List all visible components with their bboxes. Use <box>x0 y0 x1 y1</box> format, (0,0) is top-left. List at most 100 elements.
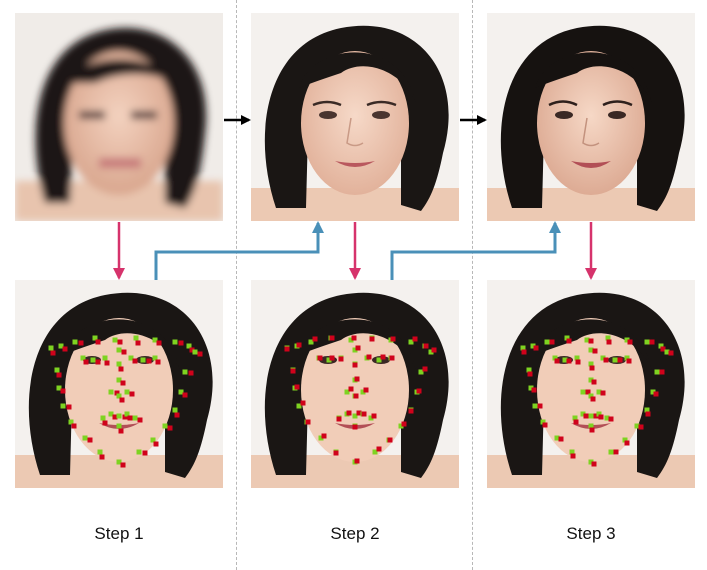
landmark-predicted-point <box>117 339 123 345</box>
landmark-ground-truth-point <box>360 389 366 395</box>
landmark-ground-truth-point <box>654 369 660 375</box>
landmark-predicted-point <box>66 404 72 410</box>
landmark-ground-truth-point <box>48 345 54 351</box>
landmark-predicted-point <box>182 392 188 398</box>
landmark-predicted-point <box>142 450 148 456</box>
landmark-predicted-point <box>174 412 180 418</box>
landmark-ground-truth-point <box>528 385 534 391</box>
landmark-ground-truth-point <box>644 339 650 345</box>
landmark-ground-truth-point <box>68 419 74 425</box>
landmark-ground-truth-point <box>116 347 122 353</box>
landmark-predicted-point <box>296 342 302 348</box>
landmark-predicted-point <box>537 403 543 409</box>
step-3-label: Step 3 <box>566 524 616 543</box>
landmark-predicted-point <box>146 358 152 364</box>
landmark-predicted-point <box>127 415 133 421</box>
face-image-step-2 <box>251 13 459 221</box>
landmark-ground-truth-point <box>532 403 538 409</box>
landmark-ground-truth-point <box>604 415 610 421</box>
landmark-ground-truth-point <box>116 393 122 399</box>
landmark-predicted-point <box>591 461 597 467</box>
landmark-predicted-point <box>653 391 659 397</box>
landmark-predicted-point <box>659 369 665 375</box>
landmark-predicted-point <box>660 346 666 352</box>
landmark-ground-truth-point <box>102 355 108 361</box>
landmark-predicted-point <box>583 413 589 419</box>
landmark-ground-truth-point <box>418 369 424 375</box>
landmark-ground-truth-point <box>100 415 106 421</box>
landmark-predicted-point <box>626 358 632 364</box>
landmark-image-step-2 <box>251 280 459 488</box>
landmark-ground-truth-point <box>124 411 130 417</box>
landmark-predicted-point <box>338 356 344 362</box>
landmark-ground-truth-point <box>658 343 664 349</box>
landmark-predicted-point <box>431 347 437 353</box>
landmark-predicted-point <box>290 368 296 374</box>
landmark-ground-truth-point <box>526 367 532 373</box>
landmark-predicted-point <box>153 441 159 447</box>
landmark-face-1-svg <box>15 280 223 488</box>
step-2-label: Step 2 <box>330 524 380 543</box>
landmark-predicted-point <box>132 358 138 364</box>
landmark-ground-truth-point <box>116 423 122 429</box>
landmark-predicted-point <box>624 440 630 446</box>
column-divider-1 <box>236 0 237 570</box>
landmark-predicted-point <box>354 376 360 382</box>
landmark-predicted-point <box>390 336 396 342</box>
landmark-predicted-point <box>95 339 101 345</box>
landmark-predicted-point <box>129 391 135 397</box>
landmark-predicted-point <box>355 345 361 351</box>
landmark-predicted-point <box>135 340 141 346</box>
landmark-ground-truth-point <box>108 389 114 395</box>
landmark-ground-truth-point <box>308 339 314 345</box>
landmark-predicted-point <box>329 355 335 361</box>
landmark-predicted-point <box>78 340 84 346</box>
landmark-predicted-point <box>554 358 560 364</box>
landmark-predicted-point <box>603 357 609 363</box>
landmark-predicted-point <box>570 453 576 459</box>
landmark-ground-truth-point <box>56 385 62 391</box>
landmark-ground-truth-point <box>588 347 594 353</box>
landmark-predicted-point <box>389 355 395 361</box>
landmark-ground-truth-point <box>596 411 602 417</box>
landmark-predicted-point <box>369 336 375 342</box>
landmark-predicted-point <box>71 423 77 429</box>
landmark-ground-truth-point <box>584 337 590 343</box>
landmark-predicted-point <box>608 416 614 422</box>
landmark-ground-truth-point <box>600 355 606 361</box>
landmark-ground-truth-point <box>162 423 168 429</box>
landmark-predicted-point <box>112 414 118 420</box>
landmark-ground-truth-point <box>368 415 374 421</box>
landmark-predicted-point <box>155 359 161 365</box>
landmark-predicted-point <box>104 360 110 366</box>
landmark-predicted-point <box>598 414 604 420</box>
landmark-ground-truth-point <box>612 357 618 363</box>
landmark-predicted-point <box>352 362 358 368</box>
landmark-predicted-point <box>668 350 674 356</box>
landmark-ground-truth-point <box>326 357 332 363</box>
landmark-ground-truth-point <box>644 407 650 413</box>
landmark-predicted-point <box>575 359 581 365</box>
arrow-elbow-up-icon <box>390 221 561 280</box>
landmark-predicted-point <box>573 419 579 425</box>
landmark-ground-truth-point <box>588 423 594 429</box>
landmark-predicted-point <box>376 446 382 452</box>
landmark-ground-truth-point <box>60 403 66 409</box>
landmark-ground-truth-point <box>132 415 138 421</box>
landmark-ground-truth-point <box>352 413 358 419</box>
landmark-predicted-point <box>589 365 595 371</box>
landmark-predicted-point <box>336 416 342 422</box>
landmark-predicted-point <box>422 366 428 372</box>
landmark-predicted-point <box>412 336 418 342</box>
landmark-predicted-point <box>617 357 623 363</box>
landmark-ground-truth-point <box>296 403 302 409</box>
landmark-predicted-point <box>521 349 527 355</box>
landmark-ground-truth-point <box>569 449 575 455</box>
landmark-predicted-point <box>558 436 564 442</box>
landmark-predicted-point <box>533 345 539 351</box>
landmark-predicted-point <box>416 388 422 394</box>
landmark-points <box>48 335 203 468</box>
landmark-points <box>520 335 674 467</box>
landmark-predicted-point <box>600 390 606 396</box>
